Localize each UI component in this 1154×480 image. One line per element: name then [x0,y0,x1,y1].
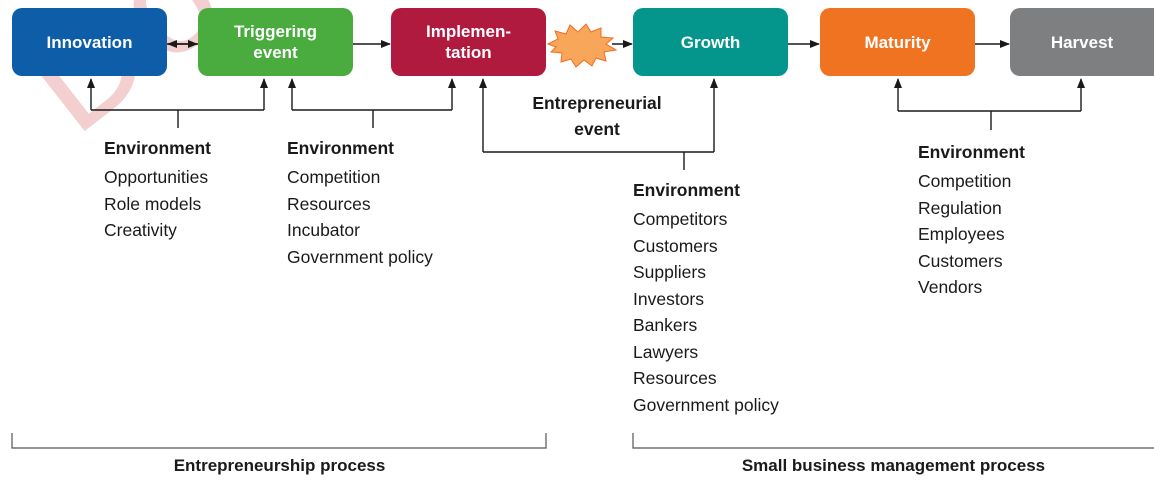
environment-item: Opportunities [104,167,209,187]
environment-group-4: Environment Competition Regulation Emplo… [918,140,1025,301]
burst-icon [546,23,618,68]
entrepreneurship-bracket [11,433,547,449]
environment-item: Suppliers [633,262,706,282]
environment-group-3: Environment Competitors Customers Suppli… [633,178,779,418]
stage-growth: Growth [633,8,788,76]
entrepreneurial-event-label: Entrepreneurial event [532,93,662,139]
stage-maturity: Maturity [820,8,975,76]
environment-item: Competitors [633,209,728,229]
environment-item: Competition [918,171,1012,191]
environment-item: Incubator [287,220,360,240]
environment-item: Customers [633,235,718,256]
entrepreneurship-process-label: Entrepreneurship process [173,456,386,475]
environment-item: Resources [633,368,717,388]
environment-item: Government policy [287,246,433,267]
env4-bracket [894,78,1085,130]
environment-group-2: Environment Competition Resources Incuba… [287,136,433,270]
environment-heading: Environment [104,138,211,158]
env3-bracket [479,78,718,170]
environment-item: Investors [633,288,704,309]
environment-item: Bankers [633,315,698,335]
environment-item: Lawyers [633,341,699,362]
stage-innovation: Innovation [12,8,167,76]
environment-item: Employees [918,224,1005,244]
environment-item: Creativity [104,220,177,240]
stage-harvest: Harvest [1010,8,1154,76]
environment-item: Government policy [633,394,779,415]
small-business-process-label: Small business management process [741,456,1046,475]
env1-bracket [87,78,268,128]
environment-heading: Environment [633,180,740,200]
environment-item: Vendors [918,277,983,297]
environment-item: Customers [918,250,1003,271]
stage-triggering-event: Triggering event [198,8,353,76]
environment-group-1: Environment Opportunities Role models Cr… [104,136,211,244]
environment-item: Competition [287,167,381,187]
stage-implementation: Implemen- tation [391,8,546,76]
env2-bracket [288,78,456,128]
environment-heading: Environment [287,138,394,158]
environment-item: Regulation [918,197,1002,218]
environment-heading: Environment [918,142,1025,162]
environment-item: Role models [104,193,202,214]
environment-item: Resources [287,193,371,214]
small-business-bracket [632,433,1154,449]
